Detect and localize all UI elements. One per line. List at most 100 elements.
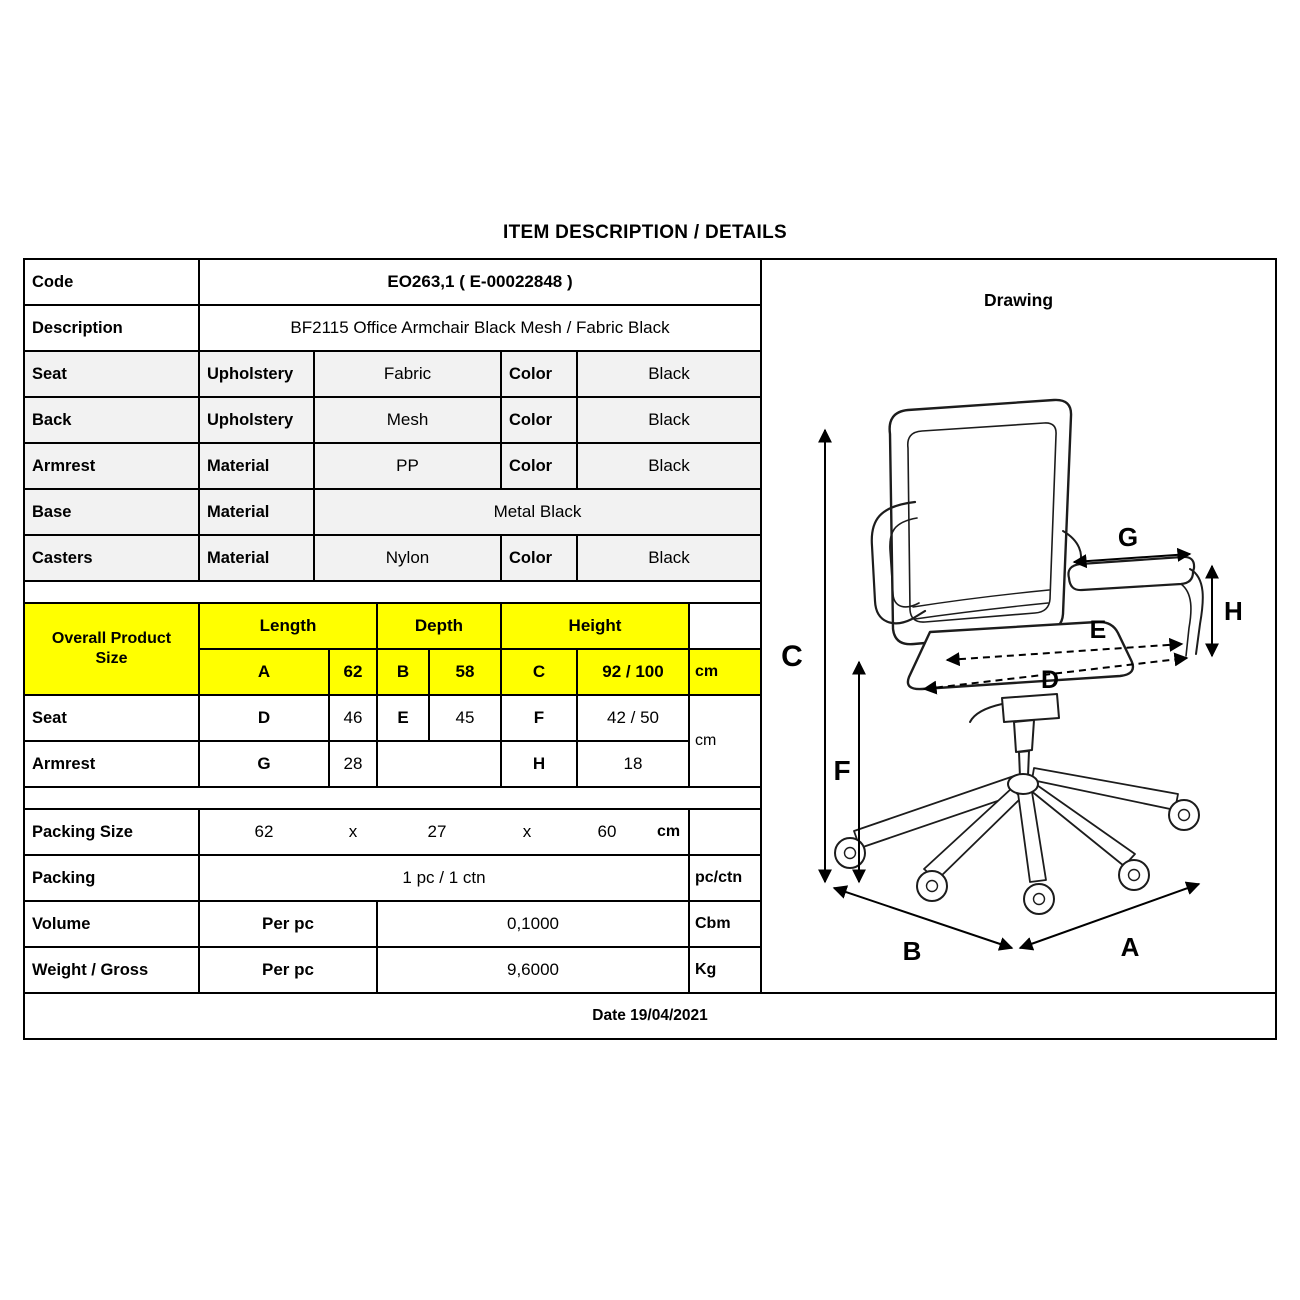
packing-size-length: 62 (254, 822, 274, 841)
armrest-color-value: Black (648, 456, 690, 475)
volume-unit: Cbm (695, 915, 731, 932)
size-header-empty-cell (690, 604, 760, 648)
chair-drawing: C F G H E D B A (781, 398, 1243, 966)
section-gap-2 (25, 788, 760, 810)
dim-a-value: 62 (330, 650, 378, 694)
seat-armrest-unit: cm (695, 732, 717, 749)
armrest-attr: Material (200, 444, 315, 488)
code-value: EO263,1 ( E-00022848 ) (387, 272, 573, 291)
seat-color-label: Color (502, 352, 578, 396)
armrest-value: PP (315, 444, 502, 488)
back-attr: Upholstery (200, 398, 315, 442)
date-row: Date 19/04/2021 (25, 994, 1275, 1038)
seat-armrest-size-block: Seat D 46 E 45 F 42 / 50 Armrest G 28 H (25, 696, 760, 788)
packing-value: 1 pc / 1 ctn (200, 856, 690, 900)
seat-value: Fabric (315, 352, 502, 396)
weight-value: 9,6000 (378, 948, 690, 992)
dim-b-value: 58 (430, 650, 502, 694)
volume-label: Volume (25, 902, 200, 946)
dim-label-h: H (1224, 596, 1243, 626)
armrest-spec-row: Armrest Material PP Color Black (25, 444, 760, 490)
dim-a-key: A (200, 650, 330, 694)
seat-size-row: Seat D 46 E 45 F 42 / 50 (25, 696, 690, 742)
casters-attr: Material (200, 536, 315, 580)
dim-label-e: E (1090, 616, 1107, 644)
packing-size-unit: cm (657, 823, 681, 840)
size-section-label: Overall Product Size (25, 604, 200, 694)
overall-size-unit: cm (690, 650, 760, 694)
seat-size-label: Seat (25, 696, 200, 740)
volume-value: 0,1000 (378, 902, 690, 946)
weight-label: Weight / Gross (25, 948, 200, 992)
dim-label-d: D (1041, 666, 1059, 694)
description-value: BF2115 Office Armchair Black Mesh / Fabr… (290, 318, 670, 337)
packing-row: Packing 1 pc / 1 ctn pc/ctn (25, 856, 760, 902)
dim-c-key: C (502, 650, 578, 694)
casters-value: Nylon (315, 536, 502, 580)
page-title: ITEM DESCRIPTION / DETAILS (502, 222, 787, 243)
dim-label-a: A (1121, 932, 1140, 962)
packing-size-values: 62 x 27 x 60 cm (200, 810, 690, 854)
seat-attr: Upholstery (200, 352, 315, 396)
armrest-size-row: Armrest G 28 H 18 (25, 742, 690, 786)
dim-g-key: G (200, 742, 330, 786)
dim-b-key: B (378, 650, 430, 694)
base-label: Base (25, 490, 200, 534)
packing-size-depth: 27 (427, 822, 447, 841)
depth-header: Depth (378, 604, 502, 648)
casters-color-label: Color (502, 536, 578, 580)
code-label: Code (25, 260, 200, 304)
back-color-label: Color (502, 398, 578, 442)
packing-label: Packing (25, 856, 200, 900)
date-text: Date 19/04/2021 (592, 1007, 708, 1024)
back-value: Mesh (315, 398, 502, 442)
back-label: Back (25, 398, 200, 442)
packing-unit: pc/ctn (695, 869, 743, 886)
size-dimension-headers: Length Depth Height (200, 604, 760, 650)
casters-label: Casters (25, 536, 200, 580)
back-spec-row: Back Upholstery Mesh Color Black (25, 398, 760, 444)
casters-spec-row: Casters Material Nylon Color Black (25, 536, 760, 582)
description-row: Description BF2115 Office Armchair Black… (25, 306, 760, 352)
dimension-lines (818, 428, 1219, 951)
packing-size-label: Packing Size (25, 810, 200, 854)
dim-f-value: 42 / 50 (578, 696, 690, 740)
details-table: Code EO263,1 ( E-00022848 ) Description … (23, 258, 1277, 1040)
dim-d-key: D (200, 696, 330, 740)
packing-size-x1: x (348, 822, 358, 841)
dim-h-key: H (502, 742, 578, 786)
size-header-block: Overall Product Size Length Depth Height… (25, 604, 760, 696)
seat-spec-row: Seat Upholstery Fabric Color Black (25, 352, 760, 398)
armrest-label: Armrest (25, 444, 200, 488)
drawing-title: Drawing (983, 290, 1054, 310)
length-header: Length (200, 604, 378, 648)
base-attr: Material (200, 490, 315, 534)
dim-e-key: E (378, 696, 430, 740)
casters-color-value: Black (648, 548, 690, 567)
table-left-section: Code EO263,1 ( E-00022848 ) Description … (25, 260, 760, 994)
dim-label-f: F (833, 755, 850, 786)
weight-per-pc: Per pc (200, 948, 378, 992)
dim-label-c: C (781, 640, 803, 673)
packing-size-x2: x (522, 822, 532, 841)
overall-size-row: A 62 B 58 C 92 / 100 cm (200, 650, 760, 694)
seat-label: Seat (25, 352, 200, 396)
dim-c-value: 92 / 100 (578, 650, 690, 694)
volume-per-pc: Per pc (200, 902, 378, 946)
dim-f-key: F (502, 696, 578, 740)
armrest-size-label: Armrest (25, 742, 200, 786)
code-row: Code EO263,1 ( E-00022848 ) (25, 260, 760, 306)
drawing-area: Drawing (760, 260, 1275, 994)
dim-h-value: 18 (578, 742, 690, 786)
seat-color-value: Black (648, 364, 690, 383)
section-gap (25, 582, 760, 604)
packing-size-height: 60 (597, 822, 617, 841)
back-color-value: Black (648, 410, 690, 429)
packing-size-value-group: 62 x 27 x 60 cm (200, 810, 688, 854)
seat-armrest-columns: Seat D 46 E 45 F 42 / 50 Armrest G 28 H (25, 696, 690, 786)
volume-row: Volume Per pc 0,1000 Cbm (25, 902, 760, 948)
chair-outline (834, 398, 1204, 915)
weight-unit: Kg (695, 961, 717, 978)
armrest-color-label: Color (502, 444, 578, 488)
